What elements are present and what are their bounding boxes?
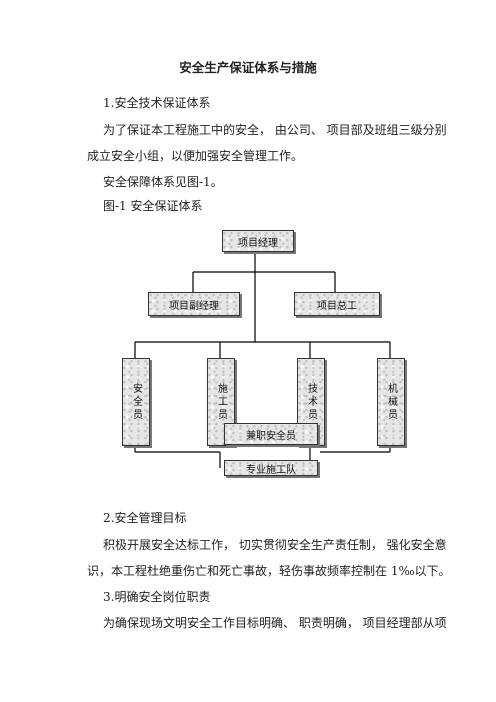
part-time-safety-officer-box: 兼职安全员 [224, 423, 318, 445]
paragraph-3-line-2: 识，本工程杜绝重伤亡和死亡事故，轻伤事故频率控制在 1‰以下。 [87, 564, 451, 578]
paragraph-3-line-1: 积极开展安全达标工作， 切实贯彻安全生产责任制， 强化安全意 [103, 538, 447, 552]
machinery-officer-box: 机械员 [377, 358, 405, 446]
document-title: 安全生产保证体系与措施 [179, 60, 317, 75]
deputy-manager-box: 项目副经理 [148, 292, 240, 316]
paragraph-4-line-1: 为确保现场文明安全工作目标明确、 职责明确， 项目经理部从项 [103, 616, 447, 630]
construction-team-box: 专业施工队 [224, 460, 318, 476]
safety-system-diagram: 项目经理 项目副经理 项目总工 安全员 施工员 技术员 机械员 兼职安全员 专业… [100, 224, 465, 476]
section-1-heading: 1.安全技术保证体系 [103, 96, 211, 110]
chief-engineer-box: 项目总工 [294, 292, 380, 316]
paragraph-1-line-2: 成立安全小组，以便加强安全管理工作。 [87, 149, 304, 163]
section-3-heading: 3.明确安全岗位职责 [103, 590, 211, 604]
section-2-heading: 2.安全管理目标 [103, 511, 187, 525]
diagram-connectors [134, 252, 391, 468]
safety-officer-box: 安全员 [122, 358, 150, 446]
paragraph-1-line-1: 为了保证本工程施工中的安全， 由公司、 项目部及班组三级分别 [103, 123, 447, 137]
figure-caption: 图-1 安全保证体系 [103, 199, 203, 213]
project-manager-box: 项目经理 [222, 230, 294, 252]
paragraph-2: 安全保障体系见图-1。 [103, 175, 223, 189]
